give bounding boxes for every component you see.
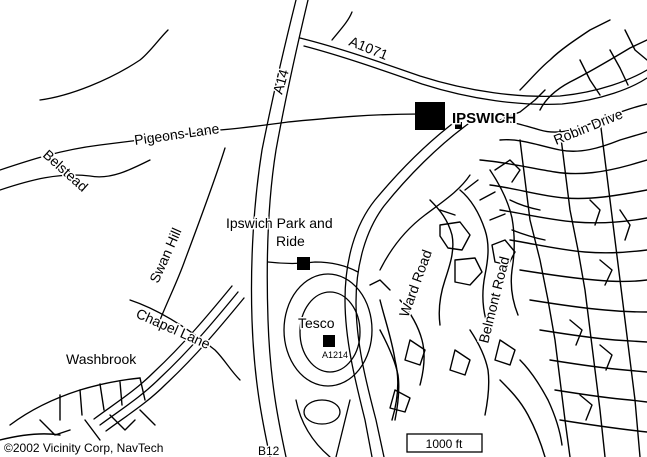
- streets-near-a1214: [369, 279, 399, 421]
- road-belstead: [0, 159, 151, 191]
- ipswich-label: IPSWICH: [452, 110, 516, 127]
- scale-bar-label: 1000 ft: [426, 437, 463, 451]
- park-and-ride-marker[interactable]: [297, 257, 310, 270]
- road-ward: [379, 174, 471, 271]
- robin-drive-label: Robin Drive: [551, 105, 625, 147]
- road-pigeons-lane: [0, 121, 289, 171]
- tesco-label: Tesco: [298, 315, 335, 331]
- pigeons-lane-label: Pigeons Lane: [133, 120, 220, 148]
- park-and-ride-label-line1: Ipswich Park and: [226, 215, 333, 231]
- road-to-ipswich: [287, 113, 421, 123]
- bottom-road-label: B12: [258, 444, 280, 457]
- road-swan-hill: [159, 147, 226, 321]
- road-park-ride-connector: [267, 261, 359, 273]
- roundabout-bottom: [295, 399, 351, 457]
- a1214-label: A1214: [322, 350, 348, 360]
- tesco-marker[interactable]: [323, 335, 335, 347]
- streets-residential-east: [479, 19, 647, 457]
- road-a14: [250, 0, 309, 457]
- a14-label: A14: [270, 67, 292, 96]
- road-a1071: [299, 37, 647, 105]
- ipswich-marker[interactable]: [415, 102, 445, 130]
- railway-lines: [93, 285, 245, 432]
- scale-bar: 1000 ft: [406, 433, 483, 453]
- belmont-road-label: Belmont Road: [475, 255, 512, 345]
- road-main-diagonal: [344, 117, 469, 457]
- roundabout-tesco: [283, 273, 373, 387]
- streets-residential-middle: [379, 89, 546, 421]
- road-top-left: [39, 29, 169, 101]
- belstead-label: Belstead: [40, 146, 91, 194]
- ward-road-label: Ward Road: [396, 247, 435, 319]
- washbrook-label: Washbrook: [66, 351, 137, 367]
- chapel-lane-label: Chapel Lane: [134, 305, 213, 352]
- ipswich-small-marker[interactable]: [455, 122, 462, 129]
- park-and-ride-label-line2: Ride: [276, 233, 305, 249]
- road-chapel-lane: [129, 299, 241, 381]
- road-top-mid: [331, 11, 353, 41]
- copyright-text: ©2002 Vicinity Corp, NavTech: [4, 441, 163, 455]
- streets-washbrook: [0, 377, 156, 441]
